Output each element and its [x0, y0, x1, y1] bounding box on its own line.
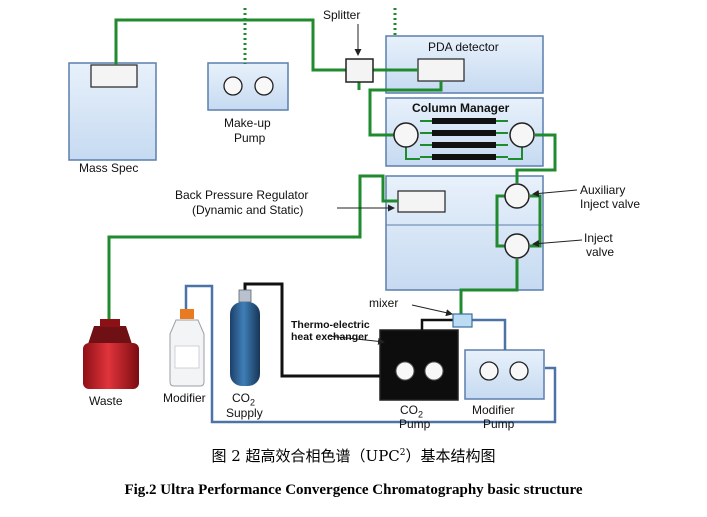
co2-supply-label-line1: CO2	[232, 391, 256, 408]
makeup-pump-head-icon	[223, 76, 243, 96]
aux-inject-label-line1: Auxiliary	[580, 183, 626, 197]
co2-cylinder-icon	[230, 289, 260, 386]
co2-supply-label-line2: Supply	[226, 406, 263, 420]
makeup-pump-label-line2: Pump	[234, 131, 266, 145]
makeup-pump-box	[207, 62, 289, 111]
flow-bpr-to-waste	[107, 174, 398, 325]
heat-exchanger-arrow	[327, 335, 385, 345]
makeup-pump-label-line1: Make-up	[224, 116, 271, 130]
modifier-pump-label-line2: Pump	[483, 417, 515, 431]
modifier-pump-to-mixer	[472, 318, 507, 350]
flow-column-to-pda	[368, 81, 443, 137]
co2-pump-box	[379, 329, 459, 401]
co2-supply-line	[243, 282, 380, 378]
inject-label-line1: Inject	[584, 231, 613, 245]
splitter-block	[345, 58, 374, 83]
modifier-line	[184, 284, 557, 424]
caption-chinese: 图 2 超高效合相色谱（UPC2）基本结构图	[211, 447, 496, 465]
pda-detector-box	[385, 35, 544, 94]
column-valve-left-icon	[393, 122, 419, 148]
makeup-pump-head-icon	[254, 76, 274, 96]
splitter-label: Splitter	[323, 8, 361, 22]
co2-pump-head-icon	[395, 361, 415, 381]
inject-arrow	[532, 239, 583, 248]
bpr-label-line1: Back Pressure Regulator	[175, 188, 309, 202]
modifier-pump-box	[464, 349, 545, 400]
column-valve-right-icon	[509, 122, 535, 148]
column-bundle	[405, 118, 523, 160]
mixer-block	[452, 313, 473, 328]
modifier-pump-label-line1: Modifier	[472, 403, 515, 417]
waste-label: Waste	[89, 394, 123, 408]
flow-inject-to-mixer	[459, 259, 519, 314]
inject-label-line2: valve	[586, 245, 615, 259]
co2-pump-head-icon	[424, 361, 444, 381]
aux-inject-arrow	[532, 189, 578, 197]
caption-english: Fig.2 Ultra Performance Convergence Chro…	[124, 482, 583, 498]
mixer-label: mixer	[369, 296, 399, 310]
bpr-unit	[397, 190, 446, 213]
co2-pump-to-mixer	[420, 318, 453, 330]
modifier-bottle-icon	[169, 309, 205, 387]
mixer-arrow	[411, 304, 453, 317]
bpr-label-line2: (Dynamic and Static)	[192, 203, 304, 217]
column-manager-label: Column Manager	[412, 101, 510, 115]
co2-pump-label-line2: Pump	[399, 417, 431, 431]
modifier-label: Modifier	[163, 391, 206, 405]
pda-flow-cell	[417, 58, 465, 82]
waste-can-icon	[83, 319, 139, 389]
heat-exchanger-label-line2: heat exchanger	[291, 331, 369, 343]
mass-spec-label: Mass Spec	[79, 161, 139, 175]
modifier-pump-head-icon	[479, 361, 499, 381]
mass-spec-port	[90, 64, 138, 88]
aux-inject-label-line2: Inject valve	[580, 197, 641, 211]
co2-pump-label-line1: CO2	[400, 403, 424, 420]
pda-detector-label: PDA detector	[428, 40, 499, 54]
inject-valve-icon	[504, 233, 530, 259]
flow-column-to-aux	[515, 133, 557, 183]
aux-inject-valve-icon	[504, 183, 530, 209]
heat-exchanger-label-line1: Thermo-electric	[291, 319, 370, 331]
modifier-pump-head-icon	[509, 361, 529, 381]
flow-splitter-to-ms	[114, 18, 346, 72]
